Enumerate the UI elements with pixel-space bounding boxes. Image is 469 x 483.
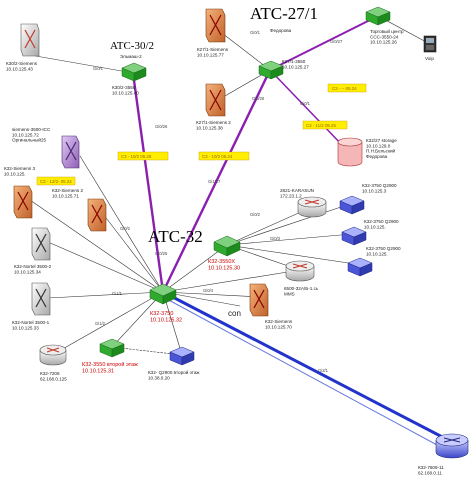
port-labels: Gi0/1 Gi0/26 Gi0/1 Gi0/26 Gi0/27 Gi0/1 G… bbox=[93, 30, 343, 373]
node-label: Voip bbox=[425, 56, 434, 61]
switch-k32-2900-second-floor[interactable] bbox=[169, 346, 195, 366]
port-label: Gi0/27 bbox=[330, 39, 343, 44]
links bbox=[29, 15, 454, 453]
tag-3: С3 - 10/2 05.28 bbox=[121, 154, 152, 159]
title-atc30: ATC-30/2 bbox=[110, 40, 154, 52]
tag-5: С3 - 12/2- 05.24 bbox=[40, 179, 72, 184]
chassis-switch-k27-siemens[interactable] bbox=[205, 8, 226, 43]
router-k32-7206[interactable] bbox=[39, 344, 67, 366]
con-label: con bbox=[228, 309, 241, 318]
port-label: Gi1/27 bbox=[208, 179, 221, 184]
chassis-switch-k32-siemens-2[interactable] bbox=[87, 198, 107, 232]
port-label: Gi1/2 bbox=[95, 321, 106, 326]
port-label: Gi0/1 bbox=[250, 30, 261, 35]
chassis-switch-k27-siemens-2[interactable] bbox=[205, 83, 226, 117]
router-k32-7609[interactable] bbox=[435, 433, 469, 459]
port-label: Gi0/1 bbox=[300, 101, 311, 106]
switch-trade-center[interactable] bbox=[365, 6, 391, 26]
port-label: Gi2/1 bbox=[318, 368, 329, 373]
storage-cylinder-icon[interactable] bbox=[337, 137, 363, 167]
tag-1: С3 - -- 05.24 bbox=[332, 86, 357, 91]
node-label: Эльмаш-2 bbox=[120, 54, 142, 59]
switch-k32-core[interactable] bbox=[149, 283, 177, 305]
chassis-switch-k30-siemens[interactable] bbox=[20, 23, 40, 57]
switch-k32-3750-w3[interactable] bbox=[347, 257, 373, 277]
port-label: Gi0/26 bbox=[252, 96, 265, 101]
port-label: Gi0/3 bbox=[270, 236, 281, 241]
node-label: Федорова bbox=[270, 28, 292, 33]
port-label: Gi0/4 bbox=[203, 288, 214, 293]
switch-k32-3550-b[interactable] bbox=[213, 235, 241, 257]
port-label: Gi0/2 bbox=[120, 226, 131, 231]
cable-tags: С3 - -- 05.24 С3 - 11/2 05.25 С3 - 10/2 … bbox=[36, 83, 367, 186]
port-label: Gi0/26 bbox=[155, 124, 168, 129]
switch-k32-3750-w2[interactable] bbox=[341, 226, 367, 246]
router-karasun[interactable] bbox=[297, 196, 327, 218]
port-label: Gi0/25 bbox=[155, 251, 168, 256]
voip-phone-icon[interactable] bbox=[423, 35, 437, 53]
switch-k30-3550[interactable] bbox=[121, 62, 147, 82]
chassis-switch-k32-nortel-2[interactable] bbox=[31, 227, 51, 261]
switch-k27-3550[interactable] bbox=[258, 60, 284, 80]
tag-4: С3 - 10/2 05.24 bbox=[202, 154, 233, 159]
switch-k32-3550-second-floor[interactable] bbox=[99, 338, 125, 358]
title-atc27: ATC-27/1 bbox=[250, 4, 318, 23]
port-label: Gi0/2 bbox=[250, 212, 261, 217]
title-atc32: ATC-32 bbox=[148, 227, 203, 246]
chassis-switch-siemens-3500[interactable] bbox=[61, 135, 80, 169]
port-label: Gi1/1 bbox=[112, 291, 123, 296]
chassis-switch-k32-siemens-right[interactable] bbox=[249, 283, 269, 317]
switch-k32-3750-w1[interactable] bbox=[339, 195, 365, 215]
chassis-switch-k32-nortel-1[interactable] bbox=[31, 282, 51, 316]
router-6500[interactable] bbox=[285, 260, 315, 282]
tag-2: С3 - 11/2 05.25 bbox=[306, 123, 336, 128]
chassis-switch-k32-siemens-3[interactable] bbox=[13, 185, 33, 219]
port-label: Gi0/1 bbox=[93, 66, 104, 71]
